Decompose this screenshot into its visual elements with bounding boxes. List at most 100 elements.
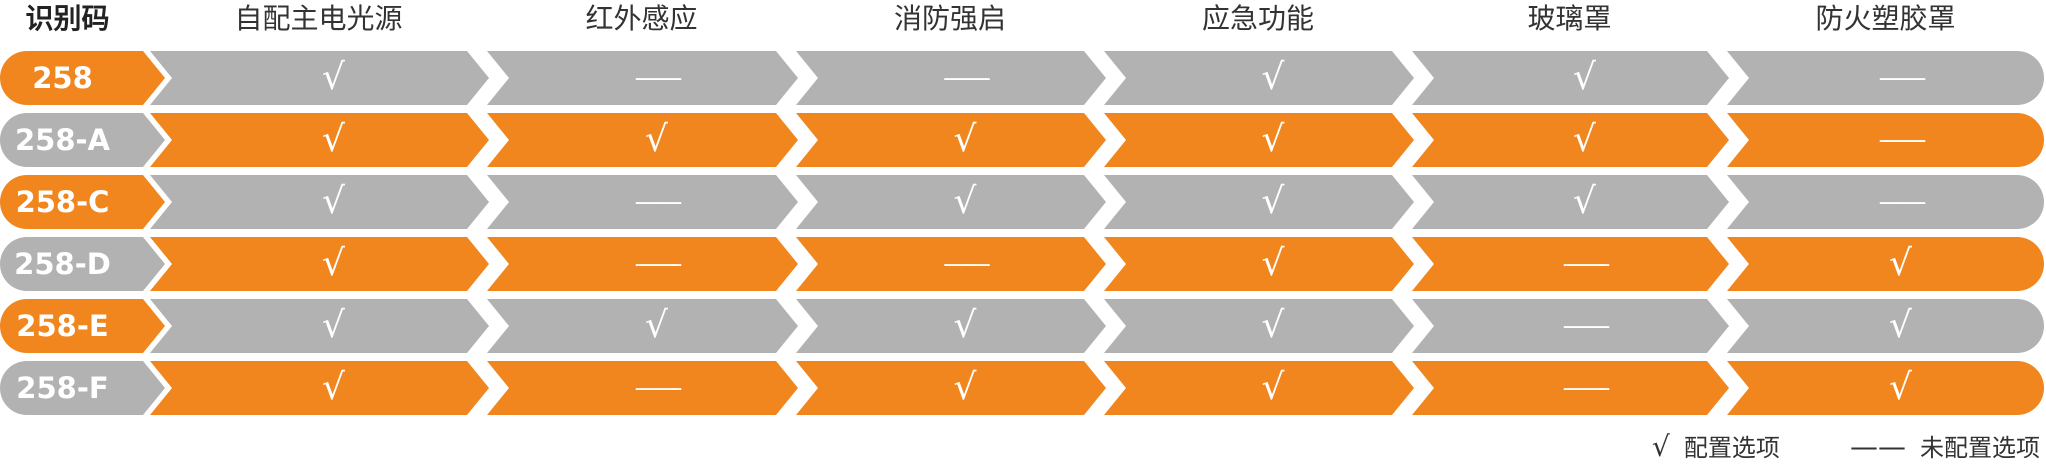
check-mark-icon: √ bbox=[953, 305, 977, 346]
cell-shape bbox=[487, 113, 798, 167]
cell-shape bbox=[1727, 237, 2044, 291]
cell-fill bbox=[1104, 299, 1414, 353]
check-mark-icon: √ bbox=[953, 119, 977, 160]
row-id-label: 258 bbox=[32, 61, 93, 95]
check-mark-icon: √ bbox=[645, 305, 668, 346]
cell-fill bbox=[1727, 299, 2044, 353]
cell-fill bbox=[796, 175, 1106, 229]
cell-fill bbox=[1104, 51, 1414, 105]
cell-shape bbox=[1104, 51, 1414, 105]
cell-shape bbox=[487, 361, 798, 415]
cell-fill bbox=[487, 299, 798, 353]
check-mark-icon: √ bbox=[1889, 305, 1912, 346]
dash-mark-icon: —— bbox=[634, 187, 683, 217]
cell-shape bbox=[1727, 51, 2044, 105]
cell-shape bbox=[1412, 51, 1729, 105]
cell-fill bbox=[150, 113, 489, 167]
check-mark-icon: √ bbox=[1573, 57, 1596, 98]
table-row: 258-A√√√√√—— bbox=[0, 113, 2046, 167]
legend-yes-label: 配置选项 bbox=[1683, 434, 1780, 462]
row-id-label: 258-F bbox=[16, 371, 109, 405]
cell-fill bbox=[150, 299, 489, 353]
cell-shape bbox=[796, 51, 1106, 105]
row-id-shape bbox=[0, 113, 165, 167]
cell-shape bbox=[1727, 361, 2044, 415]
dash-mark-icon: —— bbox=[634, 249, 683, 279]
legend-yes: √配置选项 bbox=[1652, 432, 1780, 463]
header-col-4: 玻璃罩 bbox=[1527, 2, 1612, 35]
cell-fill bbox=[1412, 361, 1729, 415]
dash-mark-icon: —— bbox=[1878, 63, 1927, 93]
table-row: 258-D√————√——√ bbox=[0, 237, 2046, 291]
check-mark-icon: √ bbox=[322, 305, 345, 346]
table-row: 258-E√√√√——√ bbox=[0, 299, 2046, 353]
dash-mark-icon: —— bbox=[634, 63, 683, 93]
cell-fill bbox=[796, 51, 1106, 105]
table-row: 258√————√√—— bbox=[0, 51, 2046, 105]
cell-fill bbox=[796, 361, 1106, 415]
header-col-0: 自配主电光源 bbox=[234, 2, 403, 35]
cell-shape bbox=[150, 51, 489, 105]
cell-shape bbox=[487, 299, 798, 353]
cell-fill bbox=[1727, 361, 2044, 415]
cell-fill bbox=[150, 361, 489, 415]
cell-fill bbox=[1412, 51, 1729, 105]
dash-mark-icon: —— bbox=[1878, 125, 1927, 155]
cell-shape bbox=[1412, 361, 1729, 415]
cell-shape bbox=[487, 237, 798, 291]
cell-fill bbox=[150, 175, 489, 229]
cell-shape bbox=[796, 237, 1106, 291]
cell-shape bbox=[150, 361, 489, 415]
dash-icon: —— bbox=[1850, 430, 1906, 463]
cell-fill bbox=[796, 237, 1106, 291]
cell-fill bbox=[1104, 113, 1414, 167]
check-mark-icon: √ bbox=[645, 119, 668, 160]
cell-fill bbox=[487, 175, 798, 229]
check-mark-icon: √ bbox=[1261, 243, 1285, 284]
row-id-shape bbox=[0, 237, 165, 291]
cell-shape bbox=[1412, 113, 1729, 167]
row-id-fill bbox=[0, 361, 165, 415]
cell-shape bbox=[487, 175, 798, 229]
header-col-3: 应急功能 bbox=[1201, 2, 1314, 35]
cell-fill bbox=[1104, 237, 1414, 291]
check-mark-icon: √ bbox=[1573, 181, 1596, 222]
cell-fill bbox=[1412, 175, 1729, 229]
row-id-label: 258-D bbox=[14, 247, 111, 281]
dash-mark-icon: —— bbox=[1562, 373, 1611, 403]
table-row: 258-F√——√√——√ bbox=[0, 361, 2046, 415]
check-mark-icon: √ bbox=[953, 367, 977, 408]
cell-fill bbox=[487, 113, 798, 167]
row-id-shape bbox=[0, 361, 165, 415]
row-id-fill bbox=[0, 113, 165, 167]
row-id-shape bbox=[0, 299, 165, 353]
cell-fill bbox=[1104, 361, 1414, 415]
check-mark-icon: √ bbox=[322, 57, 345, 98]
cell-shape bbox=[487, 51, 798, 105]
cell-fill bbox=[1412, 237, 1729, 291]
row-id-shape bbox=[0, 175, 165, 229]
row-id-label: 258-A bbox=[14, 123, 110, 157]
cell-fill bbox=[1412, 299, 1729, 353]
cell-shape bbox=[150, 113, 489, 167]
cell-shape bbox=[1104, 361, 1414, 415]
row-id-shape bbox=[0, 51, 165, 105]
cell-fill bbox=[487, 51, 798, 105]
cell-shape bbox=[1727, 175, 2044, 229]
cell-shape bbox=[1412, 299, 1729, 353]
cell-fill bbox=[796, 299, 1106, 353]
dash-mark-icon: —— bbox=[1562, 249, 1611, 279]
cell-fill bbox=[487, 237, 798, 291]
check-mark-icon: √ bbox=[1889, 367, 1912, 408]
row-id-fill bbox=[0, 237, 165, 291]
cell-fill bbox=[1727, 237, 2044, 291]
check-mark-icon: √ bbox=[322, 243, 345, 284]
check-mark-icon: √ bbox=[1261, 305, 1285, 346]
cell-fill bbox=[1727, 175, 2044, 229]
cell-fill bbox=[796, 113, 1106, 167]
cell-fill bbox=[1727, 113, 2044, 167]
row-id-fill bbox=[0, 299, 165, 353]
cell-shape bbox=[1104, 299, 1414, 353]
row-id-fill bbox=[0, 51, 165, 105]
dash-mark-icon: —— bbox=[634, 373, 683, 403]
